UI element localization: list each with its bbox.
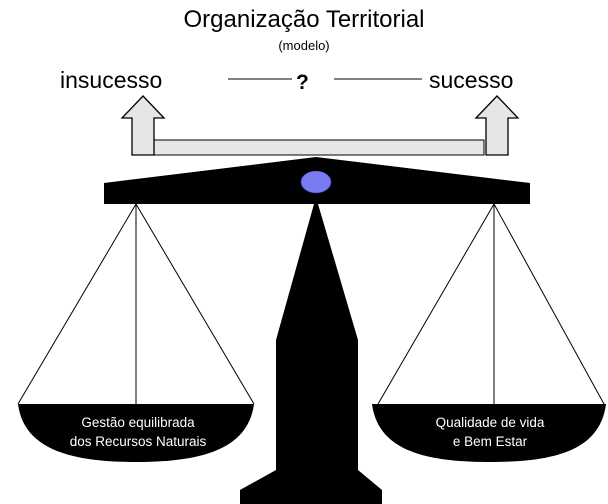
left-pan-label: Gestão equilibrada dos Recursos Naturais bbox=[18, 413, 258, 451]
right-pan-label: Qualidade de vida e Bem Estar bbox=[372, 413, 608, 451]
question-mark: ? bbox=[296, 71, 309, 94]
right-pan bbox=[372, 404, 606, 462]
left-pan-line1: Gestão equilibrada bbox=[81, 415, 195, 430]
left-pan-strings bbox=[17, 203, 255, 405]
balance-post bbox=[240, 204, 382, 504]
up-arrow-left-icon bbox=[120, 95, 166, 156]
diagram-title: Organização Territorial bbox=[183, 6, 425, 33]
pivot-icon bbox=[300, 170, 332, 194]
right-pan-line2: e Bem Estar bbox=[452, 434, 528, 449]
right-pan-strings bbox=[377, 203, 605, 405]
up-arrow-right-icon bbox=[474, 95, 520, 156]
left-pan-line2: dos Recursos Naturais bbox=[69, 434, 207, 449]
balance-bar bbox=[153, 139, 485, 156]
left-pan bbox=[18, 404, 254, 462]
right-pan-line1: Qualidade de vida bbox=[435, 415, 545, 430]
label-sucesso: sucesso bbox=[429, 67, 514, 93]
diagram-subtitle: (modelo) bbox=[278, 38, 330, 53]
label-insucesso: insucesso bbox=[60, 67, 163, 93]
